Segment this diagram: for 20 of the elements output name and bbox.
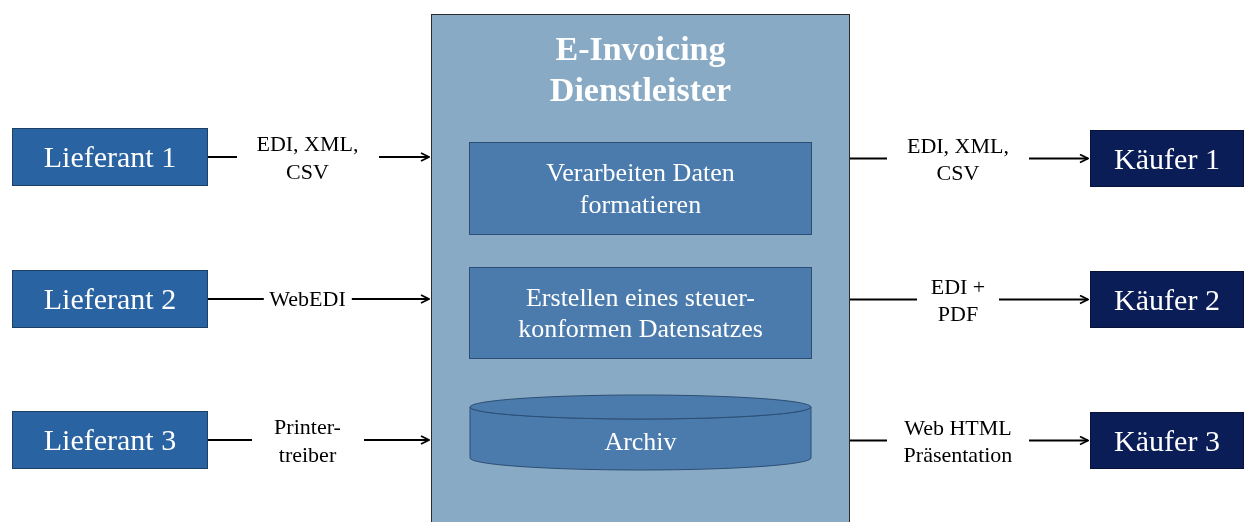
step-label: Archiv	[604, 425, 677, 458]
step-label: Verarbeiten Daten formatieren	[545, 157, 736, 220]
process-box	[469, 267, 812, 359]
party-label: Lieferant 3	[43, 422, 177, 458]
supplier-box	[12, 128, 208, 186]
buyer-box	[1090, 130, 1244, 187]
buyer-box	[1090, 412, 1244, 469]
provider-panel	[431, 14, 850, 522]
party-label: Käufer 3	[1114, 422, 1220, 459]
supplier-box	[12, 411, 208, 469]
panel-title: E-Invoicing Dienstleister	[548, 29, 733, 110]
supplier-box	[12, 270, 208, 328]
party-label: Lieferant 2	[43, 281, 177, 317]
archive-cylinder	[469, 394, 812, 471]
party-label: Lieferant 1	[43, 139, 177, 175]
step-label: Erstellen eines steuer- konformen Datensatzes	[517, 281, 764, 345]
party-label: Käufer 1	[1114, 140, 1220, 177]
process-box	[469, 142, 812, 235]
party-label: Käufer 2	[1114, 281, 1220, 318]
buyer-box	[1090, 271, 1244, 328]
